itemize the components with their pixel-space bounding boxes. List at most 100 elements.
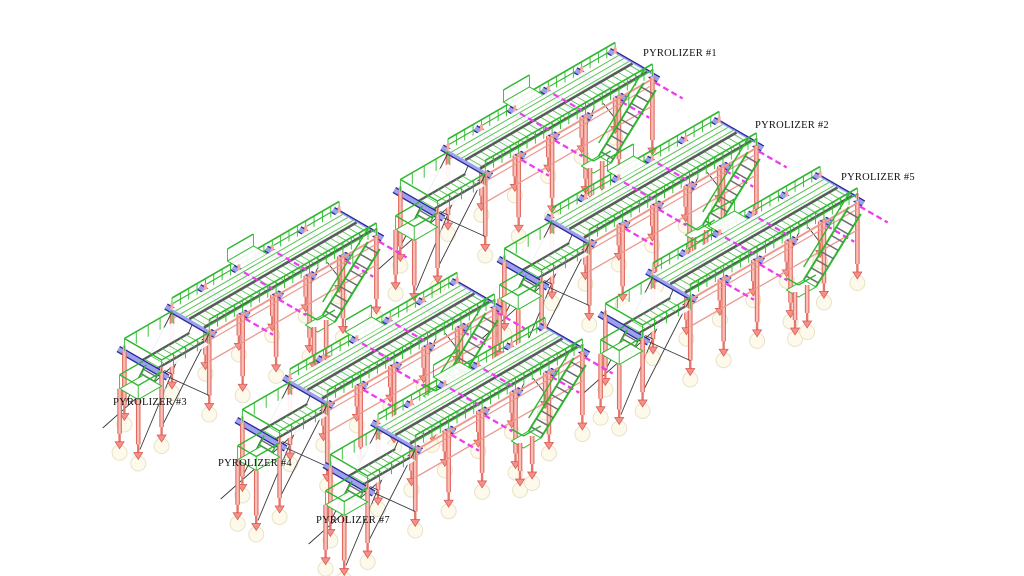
grating-line [654, 306, 671, 316]
grating-line [453, 305, 469, 315]
lower-landing-rail [325, 490, 345, 503]
grating-line [690, 271, 707, 281]
grating-line [439, 408, 456, 418]
grating-line [679, 164, 695, 175]
pipe-stub [759, 263, 788, 282]
support-arrow-head [802, 320, 813, 329]
brace-line [437, 214, 486, 237]
stair-tread [535, 418, 549, 427]
grating-line [660, 302, 677, 313]
deck-stringer [381, 330, 549, 428]
rear-platform-rail [227, 233, 254, 250]
deck-stringer [565, 130, 734, 228]
grating-line [607, 206, 624, 216]
pyrolizer-structure-5 [583, 165, 889, 437]
grating-line [553, 251, 570, 261]
grating-line [404, 429, 420, 439]
stair-tread [630, 102, 644, 111]
pipe-stub [450, 433, 480, 452]
deck-edge [394, 337, 564, 437]
grating-line [517, 363, 533, 374]
grating-line [709, 147, 725, 157]
pipe-stub [658, 208, 687, 227]
grating-line [509, 133, 526, 143]
brace-line [642, 338, 691, 361]
pipe-stub [278, 298, 307, 317]
support-arrow-head [577, 422, 588, 431]
pipe-stub [859, 205, 889, 224]
lower-landing-rail [600, 325, 625, 341]
grating-line [732, 247, 748, 257]
stair-tread [545, 401, 559, 411]
landing-rail [423, 383, 436, 392]
grating-line [373, 460, 390, 471]
grating-line [804, 206, 820, 216]
grating-line [572, 226, 588, 237]
landing-rail [317, 309, 336, 321]
stair-handrail [803, 193, 850, 268]
grating-line [368, 464, 384, 474]
pipe-stub [484, 414, 513, 433]
grating-line [505, 370, 521, 381]
grating-line [584, 220, 600, 230]
pipe-stub [724, 169, 754, 188]
support-arrow-head [543, 441, 555, 450]
pyrolizer-structure-4 [220, 271, 526, 543]
grating-line [575, 95, 591, 106]
deck-stringer [661, 182, 830, 280]
pipe-centerline [552, 93, 584, 113]
support-arrow-head [480, 244, 491, 253]
grating-line [144, 358, 160, 368]
grating-line [192, 316, 208, 327]
rear-platform-rail [433, 349, 460, 366]
lower-landing-rail [413, 212, 438, 228]
grating-line [268, 426, 284, 436]
stair-tread [605, 143, 619, 152]
support-arrow-head [372, 497, 384, 506]
grating-line [551, 109, 567, 119]
stair-tread [610, 135, 624, 144]
grating-line [691, 157, 707, 168]
stair-tread [565, 369, 579, 378]
grating-line [524, 268, 540, 278]
grating-line [557, 106, 573, 116]
deck-edge [361, 456, 411, 487]
support-arrow-head [789, 327, 801, 336]
deck-edge [521, 242, 570, 272]
stair-tread [825, 242, 839, 252]
grating-line [563, 102, 579, 112]
stair-tread [739, 163, 753, 172]
pipe-centerline [449, 387, 481, 407]
deck-edge [306, 292, 476, 392]
grating-line [673, 281, 689, 292]
grating-line [631, 192, 647, 202]
support-arrow-head [852, 271, 863, 280]
grating-line [780, 219, 796, 230]
support-arrow-head [410, 519, 421, 528]
grating-line [251, 282, 267, 292]
grating-line [493, 377, 509, 387]
pipe-stub [725, 282, 755, 301]
lower-landing-rail [499, 270, 524, 286]
landing-rail [697, 219, 716, 231]
stair-tread [324, 310, 338, 319]
lower-landing [118, 374, 163, 401]
pipe-centerline [361, 342, 393, 362]
deck-stringer [461, 61, 630, 159]
grating-line [545, 113, 561, 123]
cap-beam [440, 145, 493, 178]
landing-rail [511, 428, 524, 437]
grating-line [491, 144, 508, 154]
landing-rail [523, 425, 542, 437]
stair-tread [744, 155, 758, 164]
landing-rail [685, 222, 698, 231]
lower-landing-rail [600, 339, 620, 352]
deck-edge [669, 186, 839, 286]
pipe-stub [550, 375, 580, 394]
grating-line [535, 353, 551, 363]
pipe-stub [396, 369, 425, 388]
grating-line [411, 329, 427, 339]
stair-tread [329, 302, 343, 311]
grating-line [329, 237, 345, 247]
